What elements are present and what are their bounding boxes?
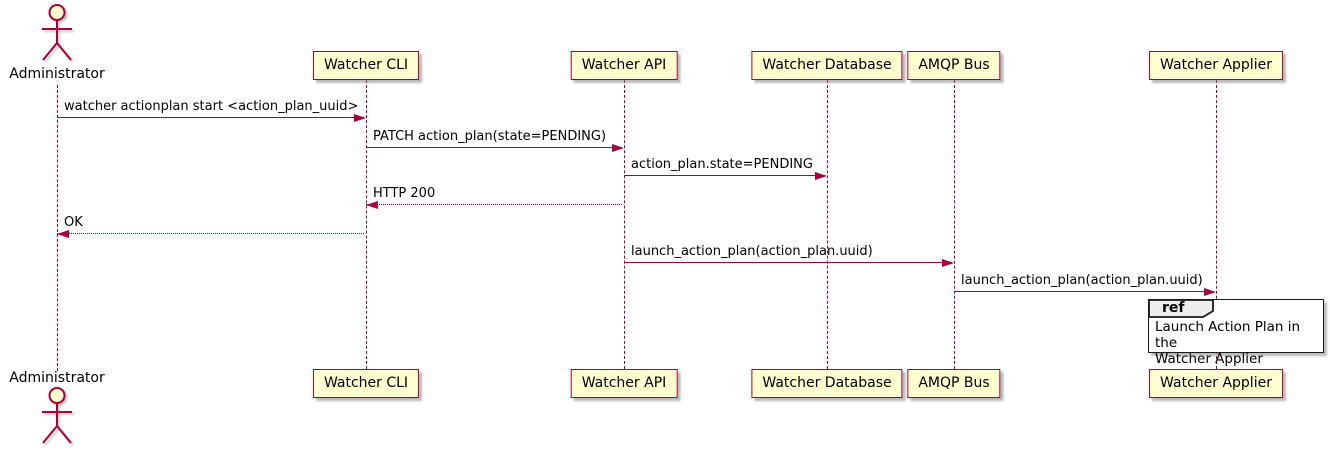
message-label: PATCH action_plan(state=PENDING) — [373, 129, 607, 144]
participant-box: Watcher CLI — [312, 369, 420, 398]
message-line — [57, 117, 364, 118]
lifeline — [56, 85, 58, 371]
participant-box: Watcher Applier — [1149, 369, 1283, 398]
arrow-head-icon — [354, 113, 366, 122]
arrow-head-icon — [815, 171, 827, 180]
message-line — [366, 147, 622, 148]
arrow-head-icon — [942, 258, 954, 267]
arrow-head-icon — [1204, 287, 1216, 296]
message-line — [624, 175, 825, 176]
ref-text: Launch Action Plan in the Watcher Applie… — [1155, 319, 1301, 367]
ref-header-pentagon — [1148, 299, 1214, 318]
participant-box: Watcher Database — [751, 369, 903, 398]
message-line — [624, 262, 952, 263]
message-label: launch_action_plan(action_plan.uuid) — [631, 244, 873, 259]
message-line — [57, 233, 364, 234]
message-label: launch_action_plan(action_plan.uuid) — [961, 273, 1203, 288]
participant-box: Watcher Database — [751, 51, 903, 80]
lifeline — [953, 80, 955, 369]
participant-box: Watcher API — [570, 369, 678, 398]
lifeline — [826, 80, 828, 369]
message-label: action_plan.state=PENDING — [631, 157, 813, 172]
participant-box: AMQP Bus — [907, 51, 1001, 80]
arrow-head-icon — [57, 229, 69, 238]
participant-box: Watcher API — [570, 51, 678, 80]
message-line — [366, 204, 622, 205]
lifeline — [623, 80, 625, 369]
message-line — [954, 291, 1214, 292]
message-label: HTTP 200 — [373, 186, 436, 201]
message-label: OK — [64, 215, 83, 230]
message-label: watcher actionplan start <action_plan_uu… — [64, 99, 359, 114]
participant-box: Watcher Applier — [1149, 51, 1283, 80]
ref-keyword: ref — [1162, 300, 1185, 316]
actor-icon — [42, 387, 72, 444]
actor-icon — [42, 4, 72, 61]
participant-box: AMQP Bus — [907, 369, 1001, 398]
participant-box: Watcher CLI — [312, 51, 420, 80]
arrow-head-icon — [366, 200, 378, 209]
arrow-head-icon — [612, 143, 624, 152]
actor-label: Administrator — [9, 370, 105, 386]
actor-label: Administrator — [9, 66, 105, 82]
lifeline — [365, 80, 367, 369]
lifeline — [1215, 80, 1217, 369]
